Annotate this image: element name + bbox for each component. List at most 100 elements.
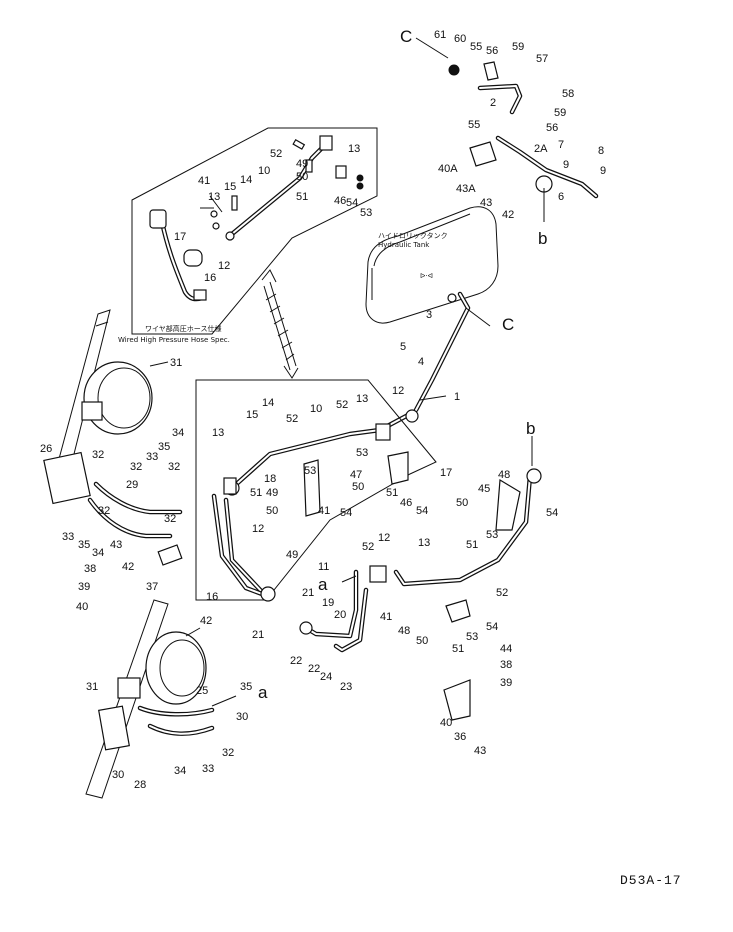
part-callout: 1 [454, 391, 460, 403]
part-callout: 52 [496, 587, 508, 599]
part-callout: 21 [302, 587, 314, 599]
part-callout: 54 [346, 197, 358, 209]
part-callout: 40 [76, 601, 88, 613]
wired-spec-note-en: Wired High Pressure Hose Spec. [118, 336, 230, 344]
part-callout: 42 [502, 209, 514, 221]
part-callout: 24 [320, 671, 332, 683]
cylinder-upper [43, 309, 183, 566]
part-callout: 50 [266, 505, 278, 517]
part-callout: 39 [78, 581, 90, 593]
hose-loop-part [83, 361, 153, 435]
part-callout: 12 [378, 532, 390, 544]
part-callout: 12 [218, 260, 230, 272]
part-callout: 30 [236, 711, 248, 723]
part-callout: 41 [380, 611, 392, 623]
part-callout: 36 [454, 731, 466, 743]
bracket-37-part [157, 544, 183, 566]
part-callout: 14 [240, 174, 252, 186]
part-callout: 5 [400, 341, 406, 353]
part-callout: 45 [478, 483, 490, 495]
part-callout: 38 [84, 563, 96, 575]
washer-part [210, 210, 218, 218]
part-callout: 50 [296, 171, 308, 183]
part-callout: 16 [206, 591, 218, 603]
part-callout: 12 [252, 523, 264, 535]
wired-spec-note-jp: ワイヤ部高圧ホース仕様 [145, 324, 221, 333]
part-callout: 13 [212, 427, 224, 439]
block-12-part [369, 565, 387, 583]
part-callout: 20 [334, 609, 346, 621]
part-callout: 52 [336, 399, 348, 411]
part-callout: 52 [286, 413, 298, 425]
part-callout: 12 [392, 385, 404, 397]
part-callout: 53 [466, 631, 478, 643]
part-callout: 41 [318, 505, 330, 517]
part-callout: 28 [134, 779, 146, 791]
part-callout: 6 [558, 191, 564, 203]
part-callout: 61 [434, 29, 446, 41]
part-callout: 35 [240, 681, 252, 693]
part-callout: 54 [340, 507, 352, 519]
part-callout: 27 [0, 0, 12, 3]
connector-a-left: a [258, 683, 268, 702]
part-callout: 42 [200, 615, 212, 627]
part-callout: 31 [170, 357, 182, 369]
part-callout: 13 [418, 537, 430, 549]
part-callout: 46 [400, 497, 412, 509]
tube-assemblies [87, 83, 599, 736]
part-callout: 32 [164, 513, 176, 525]
part-callout: 49 [266, 487, 278, 499]
part-callout: 26 [40, 443, 52, 455]
bracket-47-part [303, 459, 321, 517]
bolt-part [231, 195, 238, 211]
part-callout: 22 [308, 663, 320, 675]
part-callout: 8 [598, 145, 604, 157]
bracket-26-part [43, 451, 91, 505]
part-callout: 56 [546, 122, 558, 134]
part-callout: 51 [466, 539, 478, 551]
hose-clamp-part [183, 249, 203, 267]
part-callout: 51 [386, 487, 398, 499]
clamp-part [117, 677, 141, 699]
part-callout: 41 [198, 175, 210, 187]
part-callout: 37 [146, 581, 158, 593]
part-callout: 19 [322, 597, 334, 609]
part-callout: 43 [474, 745, 486, 757]
part-callout: 30 [112, 769, 124, 781]
part-callout: 4 [418, 356, 424, 368]
part-callout: 34 [174, 765, 186, 777]
bracket-45-part [495, 478, 521, 531]
part-callout: 39 [500, 677, 512, 689]
wired-hose-spec-inset: ワイヤ部高圧ホース仕様 Wired High Pressure Hose Spe… [118, 127, 378, 344]
part-callout: 57 [536, 53, 548, 65]
part-callout: 10 [258, 165, 270, 177]
part-callout: 13 [348, 143, 360, 155]
washer-part [212, 222, 220, 230]
part-callout: 7 [558, 139, 564, 151]
part-callout: 50 [352, 481, 364, 493]
part-callout: 31 [86, 681, 98, 693]
part-callout: 50 [416, 635, 428, 647]
bracket-40a-part [469, 141, 497, 167]
part-callout: 48 [498, 469, 510, 481]
part-callout: 32 [222, 747, 234, 759]
part-callout: 32 [130, 461, 142, 473]
part-callout: 9 [563, 159, 569, 171]
part-callout: 23 [340, 681, 352, 693]
part-callout: 43 [480, 197, 492, 209]
spring-hose [261, 269, 299, 379]
bracket-46-part [387, 451, 409, 485]
bracket-25-part [98, 705, 130, 751]
bracket-44-part [445, 599, 471, 623]
part-callout: 51 [452, 643, 464, 655]
part-callout: 42 [122, 561, 134, 573]
part-callout: 51 [250, 487, 262, 499]
part-callout: 21 [252, 629, 264, 641]
cylinder-lower [85, 599, 207, 799]
part-callout: 55 [470, 41, 482, 53]
part-callout: 53 [356, 447, 368, 459]
part-callout: 40 [440, 717, 452, 729]
leader-lines [149, 37, 545, 707]
clamp-part [81, 401, 103, 421]
diagram-code: D53A-17 [620, 873, 682, 888]
